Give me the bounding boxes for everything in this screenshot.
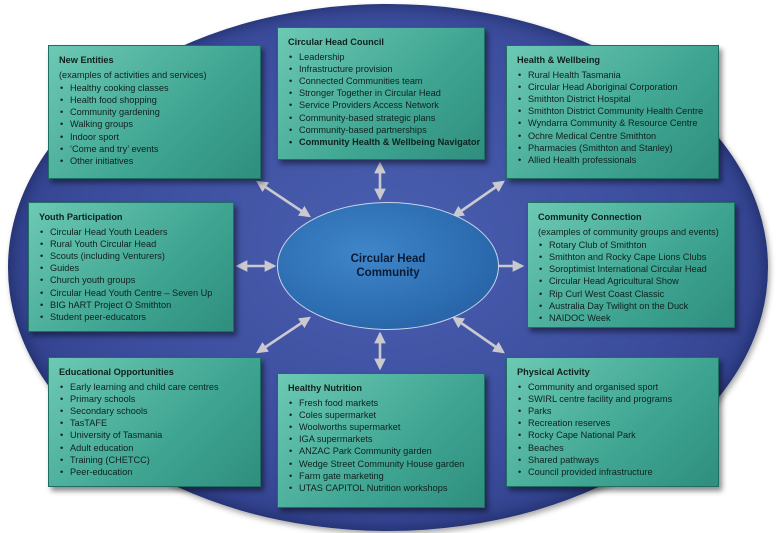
box-title: New Entities <box>59 55 114 65</box>
list-item: Circular Head Aboriginal Corporation <box>517 81 712 93</box>
box-title: Youth Participation <box>39 212 123 222</box>
list-item: Training (CHETCC) <box>59 454 254 466</box>
list-item: Recreation reserves <box>517 417 712 429</box>
list-item: Rocky Cape National Park <box>517 429 712 441</box>
list-item: Stronger Together in Circular Head <box>288 87 478 99</box>
list-item: Primary schools <box>59 393 254 405</box>
list-item: Beaches <box>517 442 712 454</box>
list-item: Connected Communities team <box>288 75 478 87</box>
list-item: ANZAC Park Community garden <box>288 445 478 457</box>
list-item: Farm gate marketing <box>288 470 478 482</box>
box-note: (examples of community groups and events… <box>538 227 719 238</box>
list-item: TasTAFE <box>59 417 254 429</box>
list-item: Circular Head Youth Centre – Seven Up <box>39 287 227 299</box>
list-item: BIG hART Project O Smithton <box>39 299 227 311</box>
box-title: Health & Wellbeing <box>517 55 601 65</box>
center-label: Circular Head Community <box>350 253 426 279</box>
list-item-navigator: Community Health & Wellbeing Navigator <box>288 136 480 148</box>
list-item: Indoor sport <box>59 131 254 143</box>
list-item: University of Tasmania <box>59 429 254 441</box>
box-healthy-nutrition: Healthy Nutrition Fresh food markets Col… <box>277 373 485 508</box>
list-item: Community and organised sport <box>517 381 712 393</box>
box-physical-activity: Physical Activity Community and organise… <box>506 357 719 487</box>
list-item: Early learning and child care centres <box>59 381 254 393</box>
list-item: Soroptimist International Circular Head <box>538 263 728 275</box>
list-item: Wyndarra Community & Resource Centre <box>517 117 712 129</box>
list-item: Woolworths supermarket <box>288 421 478 433</box>
box-educational-opportunities: Educational Opportunities Early learning… <box>48 357 261 487</box>
list-item: Allied Health professionals <box>517 154 712 166</box>
list-item: Smithton and Rocky Cape Lions Clubs <box>538 251 728 263</box>
list-item: Community gardening <box>59 106 254 118</box>
box-circular-head-council: Circular Head Council Leadership Infrast… <box>277 27 485 160</box>
list-item: Secondary schools <box>59 405 254 417</box>
list-item: Council provided infrastructure <box>517 466 712 478</box>
list-item: Smithton District Hospital <box>517 93 712 105</box>
list-item: Shared pathways <box>517 454 712 466</box>
list-item: UTAS CAPITOL Nutrition workshops <box>288 482 478 494</box>
list-item: Rural Health Tasmania <box>517 69 712 81</box>
list-item: Fresh food markets <box>288 397 478 409</box>
list-item: Church youth groups <box>39 274 227 286</box>
list-item: Peer-education <box>59 466 254 478</box>
list-item: Coles supermarket <box>288 409 478 421</box>
box-note: (examples of activities and services) <box>59 70 207 81</box>
list-item: Community-based partnerships <box>288 124 478 136</box>
list-item: Walking groups <box>59 118 254 130</box>
box-youth-participation: Youth Participation Circular Head Youth … <box>28 202 234 332</box>
list-item: Leadership <box>288 51 478 63</box>
list-item: Adult education <box>59 442 254 454</box>
list-item: Scouts (including Venturers) <box>39 250 227 262</box>
list-item: SWIRL centre facility and programs <box>517 393 712 405</box>
list-item: Other initiatives <box>59 155 254 167</box>
box-title: Physical Activity <box>517 367 590 377</box>
box-health-wellbeing: Health & Wellbeing Rural Health Tasmania… <box>506 45 719 179</box>
box-community-connection: Community Connection (examples of commun… <box>527 202 735 328</box>
list-item: NAIDOC Week <box>538 312 728 324</box>
list-item: Wedge Street Community House garden <box>288 458 478 470</box>
list-item: Infrastructure provision <box>288 63 478 75</box>
box-title: Healthy Nutrition <box>288 383 363 393</box>
list-item: Pharmacies (Smithton and Stanley) <box>517 142 712 154</box>
list-item: Rip Curl West Coast Classic <box>538 288 728 300</box>
list-item: Circular Head Agricultural Show <box>538 275 728 287</box>
list-item: Rotary Club of Smithton <box>538 239 728 251</box>
arrow-new-entities <box>256 180 311 218</box>
arrow-education <box>256 316 311 354</box>
list-item: Service Providers Access Network <box>288 99 478 111</box>
list-item: Rural Youth Circular Head <box>39 238 227 250</box>
list-item: Australia Day Twilight on the Duck <box>538 300 728 312</box>
arrow-health <box>452 180 505 218</box>
box-title: Community Connection <box>538 212 642 222</box>
list-item: Health food shopping <box>59 94 254 106</box>
box-title: Circular Head Council <box>288 37 384 47</box>
list-item: Smithton District Community Health Centr… <box>517 105 712 117</box>
list-item: Guides <box>39 262 227 274</box>
arrow-physical <box>452 316 505 354</box>
box-new-entities: New Entities (examples of activities and… <box>48 45 261 179</box>
list-item: Parks <box>517 405 712 417</box>
box-title: Educational Opportunities <box>59 367 174 377</box>
list-item: ‘Come and try’ events <box>59 143 254 155</box>
list-item: Community-based strategic plans <box>288 112 478 124</box>
list-item: Healthy cooking classes <box>59 82 254 94</box>
list-item: IGA supermarkets <box>288 433 478 445</box>
list-item: Ochre Medical Centre Smithton <box>517 130 712 142</box>
list-item: Student peer-educators <box>39 311 227 323</box>
list-item: Circular Head Youth Leaders <box>39 226 227 238</box>
center-node: Circular Head Community <box>277 202 499 330</box>
